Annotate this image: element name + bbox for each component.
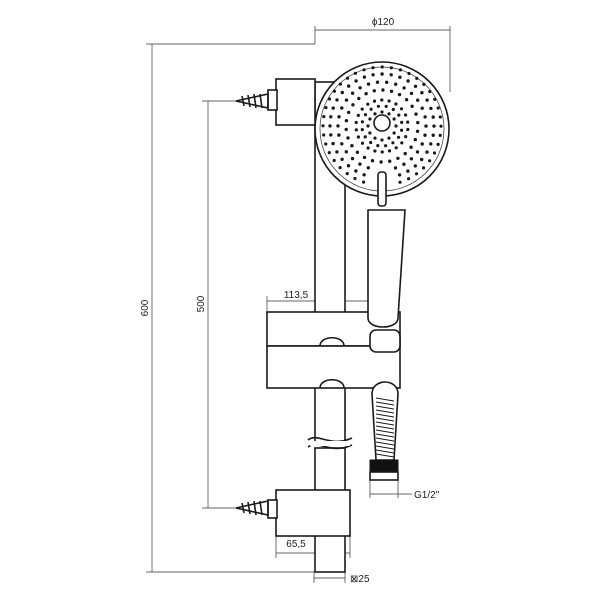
shower-head xyxy=(314,61,450,207)
bottom-wall-screw xyxy=(235,500,269,516)
bottom-wall-bracket xyxy=(267,489,351,537)
slider-holder xyxy=(266,311,401,389)
bracket-projection-label: 65,5 xyxy=(286,539,306,550)
slider-projection-label: 113,5 xyxy=(284,290,309,301)
hose xyxy=(369,381,399,481)
head-diameter-label: ϕ120 xyxy=(372,17,395,28)
bracket-spacing-label: 500 xyxy=(196,295,207,312)
hose-thread-label: G1/2" xyxy=(414,490,440,501)
total-height-label: 600 xyxy=(140,299,151,316)
shower-handle xyxy=(367,209,406,328)
top-wall-bracket xyxy=(267,78,316,126)
shower-head-nozzles xyxy=(321,65,443,184)
top-wall-screw xyxy=(235,93,269,109)
bar-size-label: ⊠25 xyxy=(350,574,370,585)
dimension-lines xyxy=(146,26,451,583)
